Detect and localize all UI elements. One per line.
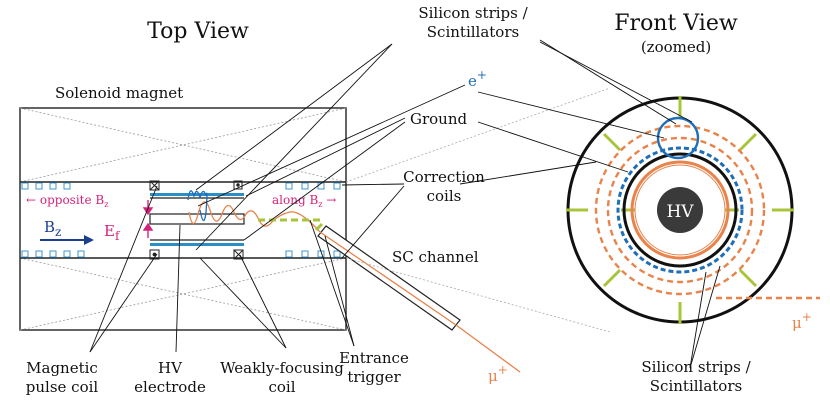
muon-label-top: μ+ bbox=[488, 363, 508, 385]
top-view: Solenoid magnet bbox=[19, 84, 611, 385]
muon-spiral bbox=[188, 201, 321, 233]
correction-coils-label-1: Correction bbox=[403, 168, 485, 186]
ef-label: Ef bbox=[104, 222, 121, 243]
solenoid-magnet bbox=[19, 107, 347, 331]
front-leader-lines bbox=[459, 39, 721, 369]
weak-coil-label-1: Weakly-focusing bbox=[220, 359, 344, 377]
opposite-bz-label: ← opposite Bz bbox=[26, 193, 108, 209]
middle-orange-ring bbox=[606, 136, 754, 284]
weak-coil-label-2: coil bbox=[268, 378, 295, 396]
entrance-trigger-label-1: Entrance bbox=[339, 349, 409, 367]
correction-coils bbox=[21, 182, 341, 258]
ground-ring bbox=[622, 152, 738, 268]
positron-track-circle bbox=[656, 116, 700, 160]
radial-strips bbox=[566, 96, 794, 324]
pulse-coil-label-2: pulse coil bbox=[26, 378, 99, 396]
entrance-trigger-label-2: trigger bbox=[347, 368, 401, 386]
front-view: HV bbox=[566, 96, 820, 324]
front-view-title: Front View bbox=[614, 11, 738, 36]
top-view-title: Top View bbox=[147, 19, 249, 44]
front-view-subtitle: (zoomed) bbox=[641, 38, 711, 56]
blue-strip-ring bbox=[616, 146, 744, 274]
solenoid-label: Solenoid magnet bbox=[55, 84, 183, 102]
sc-channel-label: SC channel bbox=[392, 248, 479, 266]
hv-electrode-core bbox=[657, 187, 703, 233]
hv-electrode-label-1: HV bbox=[158, 359, 183, 377]
leader-lines bbox=[89, 43, 466, 353]
sc-channel bbox=[314, 222, 521, 373]
pulse-coil-label-1: Magnetic bbox=[26, 359, 98, 377]
projection-lines bbox=[345, 87, 611, 333]
outer-orange-ring bbox=[594, 124, 766, 296]
bz-arrowhead bbox=[84, 235, 94, 245]
hv-core-label: HV bbox=[666, 202, 694, 222]
muon-orbit-inner bbox=[634, 164, 726, 256]
silicon-strips-front-label-2: Scintillators bbox=[650, 377, 742, 395]
along-bz-label: along Bz → bbox=[272, 193, 336, 209]
silicon-strip-bottom bbox=[150, 243, 244, 246]
muon-label-front: μ+ bbox=[792, 310, 812, 332]
bz-label: Bz bbox=[44, 218, 61, 239]
silicon-strip-top bbox=[150, 193, 244, 196]
silicon-strips-front-label-1: Silicon strips / bbox=[641, 358, 751, 376]
positron-label: e+ bbox=[468, 68, 487, 90]
correction-coils-label-2: coils bbox=[427, 187, 462, 205]
muon-orbit-ring bbox=[630, 160, 730, 260]
pulse-coil-symbols bbox=[149, 180, 244, 260]
correction-coil-row-bottom bbox=[21, 250, 341, 258]
correction-coil-row-top bbox=[21, 182, 341, 190]
silicon-strips-top-label-1: Silicon strips / bbox=[418, 4, 528, 22]
hv-electrode-label-2: electrode bbox=[134, 378, 206, 396]
positron-spiral bbox=[187, 190, 208, 222]
ground-label: Ground bbox=[410, 110, 468, 128]
silicon-strips-top-label-2: Scintillators bbox=[427, 23, 519, 41]
